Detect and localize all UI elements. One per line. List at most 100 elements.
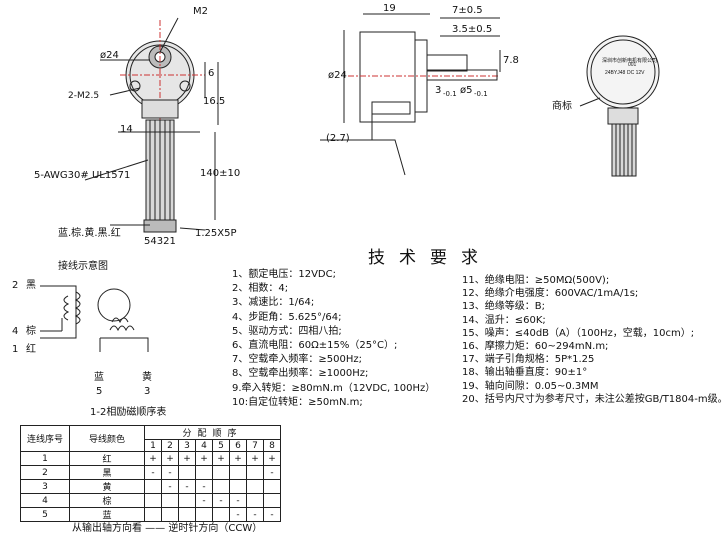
sequence-cell: +	[161, 451, 179, 466]
sequence-cell: -	[195, 493, 213, 508]
row-seq-num: 2	[20, 465, 70, 480]
spec-item: 18、输出轴垂直度：90±1°	[462, 367, 588, 379]
dim-front-diameter: ø24	[100, 50, 119, 61]
sequence-cell: -	[229, 493, 247, 508]
spec-item: 12、绝缘介电强度：600VAC/1mA/1s;	[462, 288, 639, 300]
spec-item: 20、括号内尺寸为参考尺寸，未注公差按GB/T1804-m级。	[462, 393, 723, 405]
spec-item: 9.牵入转矩：≥80mN.m（12VDC, 100Hz）	[232, 382, 436, 394]
sequence-cell	[144, 479, 162, 494]
wire-color-3: 黄	[142, 372, 152, 383]
front-view-motor	[120, 20, 205, 233]
dim-mount-hole: 2-M2.5	[68, 91, 100, 101]
wire-color-1: 红	[26, 344, 36, 355]
dim-16-5: 16.5	[203, 96, 226, 107]
motor-label-model: 24BYJ48	[605, 70, 626, 76]
sequence-cell	[246, 479, 264, 494]
sequence-cell: -	[161, 465, 179, 480]
sequence-cell	[229, 479, 247, 494]
dim-m2: M2	[193, 6, 208, 17]
label-view-motor	[586, 35, 660, 177]
sequence-cell: -	[161, 479, 179, 494]
dim-140: 140±10	[200, 168, 241, 179]
motor-label-serial: 001	[628, 62, 637, 68]
sequence-cell	[229, 465, 247, 480]
sequence-cell: -	[178, 479, 196, 494]
sequence-cell: +	[178, 451, 196, 466]
row-wire-color: 黑	[69, 465, 145, 480]
spec-item: 14、温升：≤60K;	[462, 314, 546, 326]
wire-spec: 5-AWG30# UL1571	[34, 170, 131, 181]
wiring-title: 接线示意图	[58, 261, 108, 272]
header-dist: 分配顺序	[144, 425, 281, 440]
sequence-cell: +	[229, 451, 247, 466]
sequence-cell: -	[263, 507, 281, 522]
sequence-footer: 从输出轴方向看 —— 逆时针方向（CCW）	[72, 523, 263, 534]
step-header: 1	[144, 439, 162, 452]
sequence-cell: -	[246, 507, 264, 522]
row-wire-color: 红	[69, 451, 145, 466]
dim-19: 19	[383, 3, 396, 14]
spec-item: 5、驱动方式：四相八拍;	[232, 325, 342, 337]
spec-item: 1、额定电压：12VDC;	[232, 269, 336, 280]
step-header: 5	[212, 439, 230, 452]
sequence-cell	[178, 507, 196, 522]
wire-num-5: 5	[96, 386, 103, 397]
sequence-cell	[212, 507, 230, 522]
wire-colors: 蓝.棕.黄.黑.红	[58, 228, 121, 239]
dim-3-tol: -0.1	[443, 90, 457, 98]
sequence-cell: +	[144, 451, 162, 466]
sequence-cell	[263, 479, 281, 494]
sequence-cell: +	[263, 451, 281, 466]
spec-item: 8、空载牵出频率：≥1000Hz;	[232, 368, 369, 380]
sequence-cell: -	[229, 507, 247, 522]
wire-color-4: 棕	[26, 326, 36, 337]
sequence-cell	[178, 465, 196, 480]
sequence-caption: 1-2相励磁顺序表	[90, 407, 167, 418]
sequence-cell: +	[212, 451, 230, 466]
spec-item: 7、空载牵入频率：≥500Hz;	[232, 354, 362, 366]
sequence-cell: +	[195, 451, 213, 466]
row-seq-num: 3	[20, 479, 70, 494]
step-header: 2	[161, 439, 179, 452]
row-seq-num: 4	[20, 493, 70, 508]
sequence-cell	[263, 493, 281, 508]
header-seq: 连线序号	[20, 425, 70, 452]
sequence-cell	[161, 507, 179, 522]
spec-item: 11、绝缘电阻：≥50MΩ(500V);	[462, 275, 610, 286]
wire-num-3: 3	[144, 386, 151, 397]
sequence-cell	[246, 493, 264, 508]
sequence-cell	[144, 493, 162, 508]
motor-label-voltage: DC 12V	[627, 70, 645, 76]
sequence-cell: -	[212, 493, 230, 508]
spec-item: 17、端子引角规格：5P*1.25	[462, 354, 595, 366]
motor-label-company: 深圳市创新电机有限公司	[602, 57, 657, 64]
row-wire-color: 黄	[69, 479, 145, 494]
spec-item: 4、步距角：5.625°/64;	[232, 311, 342, 323]
step-header: 7	[246, 439, 264, 452]
wiring-schematic	[40, 285, 149, 352]
row-wire-color: 蓝	[69, 507, 145, 522]
wire-num-4: 4	[12, 326, 19, 337]
wire-color-5: 蓝	[94, 372, 104, 383]
step-header: 3	[178, 439, 196, 452]
sequence-cell	[195, 465, 213, 480]
dim-3: 3	[435, 85, 442, 96]
sequence-cell: -	[195, 479, 213, 494]
step-header: 6	[229, 439, 247, 452]
dim-phi5-tol: -0.1	[474, 90, 488, 98]
dim-6: 6	[208, 68, 215, 79]
spec-item: 16、摩擦力矩：60~294mN.m;	[462, 341, 609, 352]
dim-7: 7±0.5	[452, 5, 483, 16]
sequence-cell: -	[144, 465, 162, 480]
sequence-cell	[161, 493, 179, 508]
sequence-cell	[212, 465, 230, 480]
wire-color-2: 黑	[26, 280, 36, 291]
trademark-label: 商标	[552, 101, 572, 112]
spec-item: 15、噪声：≤40dB（A）（100Hz，空载，10cm）;	[462, 327, 695, 339]
